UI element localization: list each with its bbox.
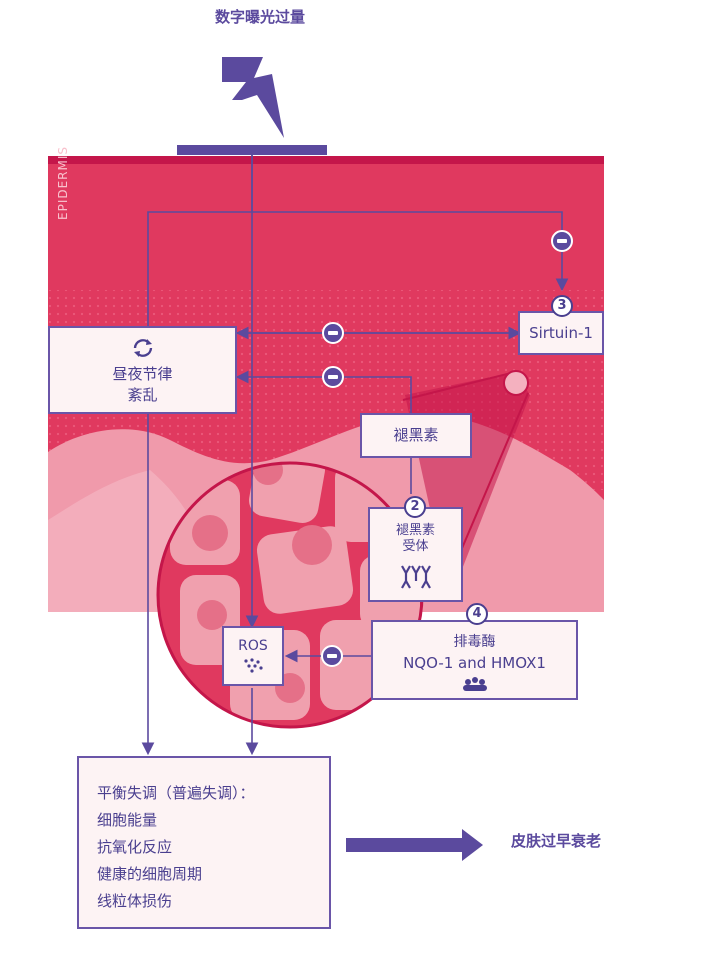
detox-box: 排毒酶 NQO-1 and HMOX1 — [371, 620, 578, 700]
imbalance-item: 健康的细胞周期 — [97, 865, 203, 883]
melatonin-label: 褪黑素 — [393, 426, 439, 444]
sirtuin-label: Sirtuin-1 — [529, 324, 593, 342]
diagram-title: 数字曝光过量 — [214, 8, 305, 26]
imbalance-item: 平衡失调（普遍失调）： — [97, 784, 255, 802]
epidermis-label: EPIDERMIS — [56, 145, 70, 220]
imbalance-item: 抗氧化反应 — [97, 838, 173, 856]
step-4-badge: 4 — [466, 603, 488, 625]
receptor-line1: 褪黑素 — [395, 523, 435, 538]
detox-line1: 排毒酶 — [453, 634, 496, 650]
receptor-box: 褪黑素 受体 — [368, 507, 463, 602]
inhibit-icon — [322, 322, 344, 344]
circadian-line1: 昼夜节律 — [112, 365, 173, 383]
ros-box: ROS — [222, 626, 284, 686]
zoom-point — [503, 370, 529, 396]
detox-line2: NQO-1 and HMOX1 — [403, 654, 546, 672]
cycle-arrows-icon — [133, 339, 152, 357]
circadian-line2: 紊乱 — [127, 386, 158, 404]
ros-label: ROS — [238, 638, 268, 654]
result-arrow — [346, 829, 483, 861]
inhibit-icon — [321, 645, 343, 667]
sirtuin-box: Sirtuin-1 — [518, 311, 604, 355]
receptor-icon — [400, 565, 431, 589]
inhibit-icon — [322, 366, 344, 388]
imbalance-item: 细胞能量 — [97, 811, 158, 829]
receptor-line2: 受体 — [402, 539, 429, 554]
dots-icon — [244, 658, 263, 673]
result-label: 皮肤过早衰老 — [511, 832, 602, 850]
melatonin-box: 褪黑素 — [360, 413, 472, 458]
lightning-icon — [222, 57, 284, 138]
imbalance-box: 平衡失调（普遍失调）： 细胞能量 抗氧化反应 健康的细胞周期 线粒体损伤 — [77, 756, 331, 929]
imbalance-item: 线粒体损伤 — [97, 892, 173, 910]
circadian-box: 昼夜节律 紊乱 — [48, 326, 237, 414]
exposure-bar — [177, 145, 327, 155]
inhibit-icon — [551, 230, 573, 252]
step-3-badge: 3 — [551, 295, 573, 317]
step-2-badge: 2 — [404, 496, 426, 518]
enzyme-icon — [462, 677, 487, 691]
